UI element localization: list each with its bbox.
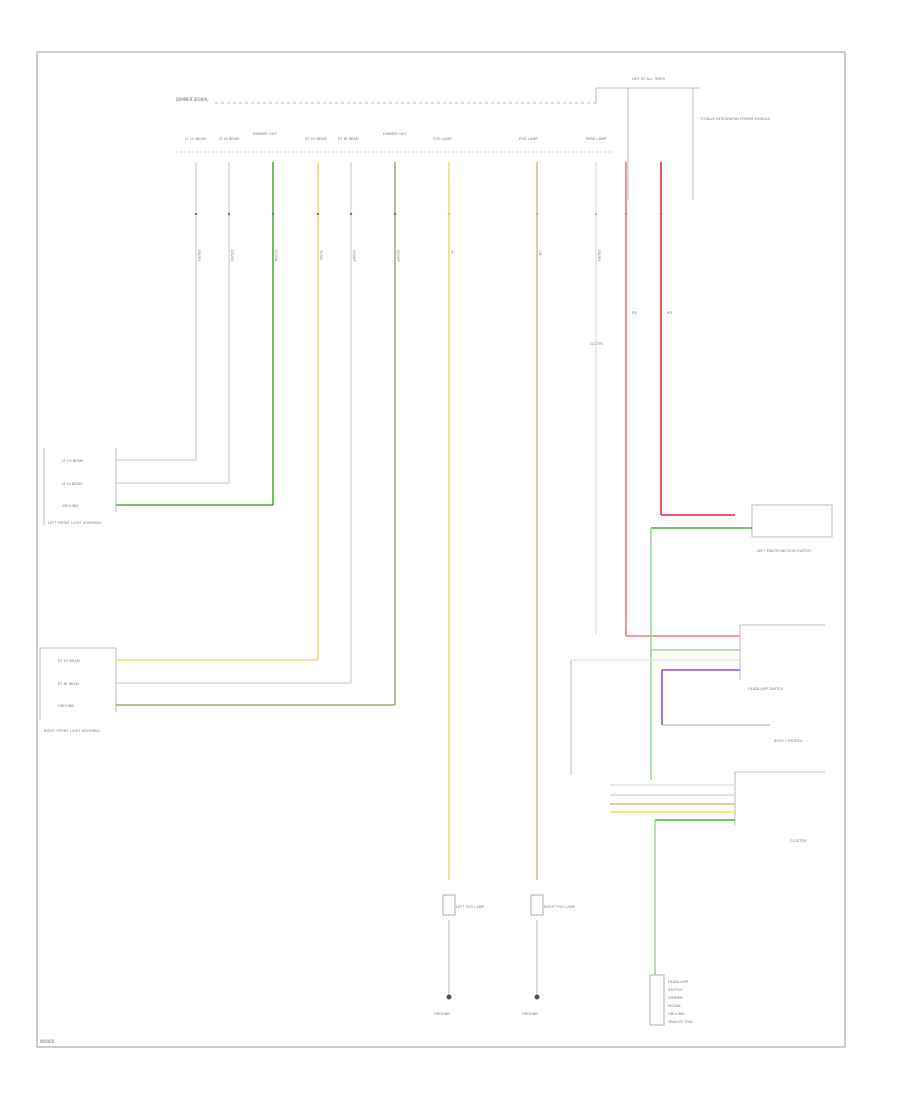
right-front-lamp-label: RIGHT FRONT LIGHT ASSEMBLY	[44, 729, 101, 733]
svg-text:RD: RD	[632, 311, 637, 315]
headlamp-switch-label: HEADLAMP SWITCH	[748, 687, 784, 691]
svg-text:LT HI BEAM: LT HI BEAM	[219, 137, 239, 141]
svg-text:GROUND: GROUND	[522, 1012, 538, 1016]
left-switch-label: LEFT MULTIFUNCTION SWITCH	[757, 549, 811, 553]
svg-text:TRAILER TOW: TRAILER TOW	[667, 1020, 693, 1024]
module-connector-labels: LT LO BEAM LT HI BEAM DIMMER OUT RT LO B…	[185, 132, 607, 141]
svg-text:YL: YL	[450, 250, 454, 254]
svg-text:LT LO BEAM: LT LO BEAM	[62, 459, 83, 463]
svg-text:DIMMER: DIMMER	[668, 996, 683, 1000]
right-fog-lamp-label: RIGHT FOG LAMP	[544, 905, 576, 909]
svg-text:HEADLAMP: HEADLAMP	[668, 980, 689, 984]
svg-text:DG/GY: DG/GY	[230, 250, 234, 262]
body-control-label: BODY CONTROL	[774, 739, 803, 743]
left-fog-lamp-label: LEFT FOG LAMP	[456, 905, 485, 909]
svg-text:RT LO BEAM: RT LO BEAM	[305, 137, 327, 141]
svg-text:GY/WT: GY/WT	[396, 250, 400, 263]
module-label: TOTALLY INTEGRATED POWER MODULE	[699, 117, 771, 121]
pin-marks	[194, 212, 663, 216]
bus-label: DIMMER SIGNAL	[176, 97, 209, 102]
svg-text:FOG LAMP: FOG LAMP	[433, 137, 452, 141]
left-front-lamp-label: LEFT FRONT LIGHT ASSEMBLY	[48, 521, 102, 525]
svg-text:PARK LAMP: PARK LAMP	[586, 137, 607, 141]
svg-text:GROUND: GROUND	[668, 1012, 684, 1016]
cluster-label: CLUSTER	[790, 839, 807, 843]
svg-text:SWITCH: SWITCH	[668, 988, 682, 992]
svg-text:YL/GY: YL/GY	[319, 250, 323, 261]
footer-code: W0000	[40, 1039, 55, 1044]
svg-text:RT LO BEAM: RT LO BEAM	[58, 659, 80, 663]
diagram-frame	[36, 51, 846, 1048]
bottom-right-module	[649, 974, 665, 1026]
svg-text:DG/GY: DG/GY	[597, 250, 601, 262]
svg-text:FOG LAMP: FOG LAMP	[519, 137, 538, 141]
wire-group-left	[195, 162, 396, 705]
fuse-label: HOT AT ALL TIMES	[632, 77, 666, 81]
svg-text:GY/GN: GY/GN	[274, 250, 278, 262]
right-fog-lamp	[530, 894, 544, 916]
svg-text:RT HI BEAM: RT HI BEAM	[58, 682, 79, 686]
svg-text:LT HI BEAM: LT HI BEAM	[62, 482, 82, 486]
left-multifunction-switch	[751, 504, 833, 538]
svg-text:G/CTP2: G/CTP2	[590, 342, 603, 346]
wire-codes: DG/GY DG/GY GY/GN YL/GY GY/WT GY/WT YL O…	[197, 250, 601, 263]
left-fog-ground-icon	[446, 994, 452, 1000]
svg-text:GROUND: GROUND	[62, 504, 78, 508]
svg-text:GROUND: GROUND	[58, 704, 74, 708]
svg-text:DIMMER OUT: DIMMER OUT	[253, 132, 277, 136]
svg-text:DG/GY: DG/GY	[197, 250, 201, 262]
svg-text:GY/WT: GY/WT	[352, 250, 356, 263]
svg-text:OR: OR	[538, 250, 542, 256]
svg-text:SIGNAL: SIGNAL	[668, 1004, 681, 1008]
svg-text:LT LO BEAM: LT LO BEAM	[185, 137, 206, 141]
svg-text:RT HI BEAM: RT HI BEAM	[338, 137, 359, 141]
svg-text:RD: RD	[667, 311, 672, 315]
bottom-right-module-lines: HEADLAMP SWITCH DIMMER SIGNAL GROUND TRA…	[667, 980, 693, 1024]
svg-text:DIMMER OUT: DIMMER OUT	[383, 132, 407, 136]
left-fog-lamp	[442, 894, 456, 916]
right-fog-ground-icon	[534, 994, 540, 1000]
svg-text:GROUND: GROUND	[434, 1012, 450, 1016]
